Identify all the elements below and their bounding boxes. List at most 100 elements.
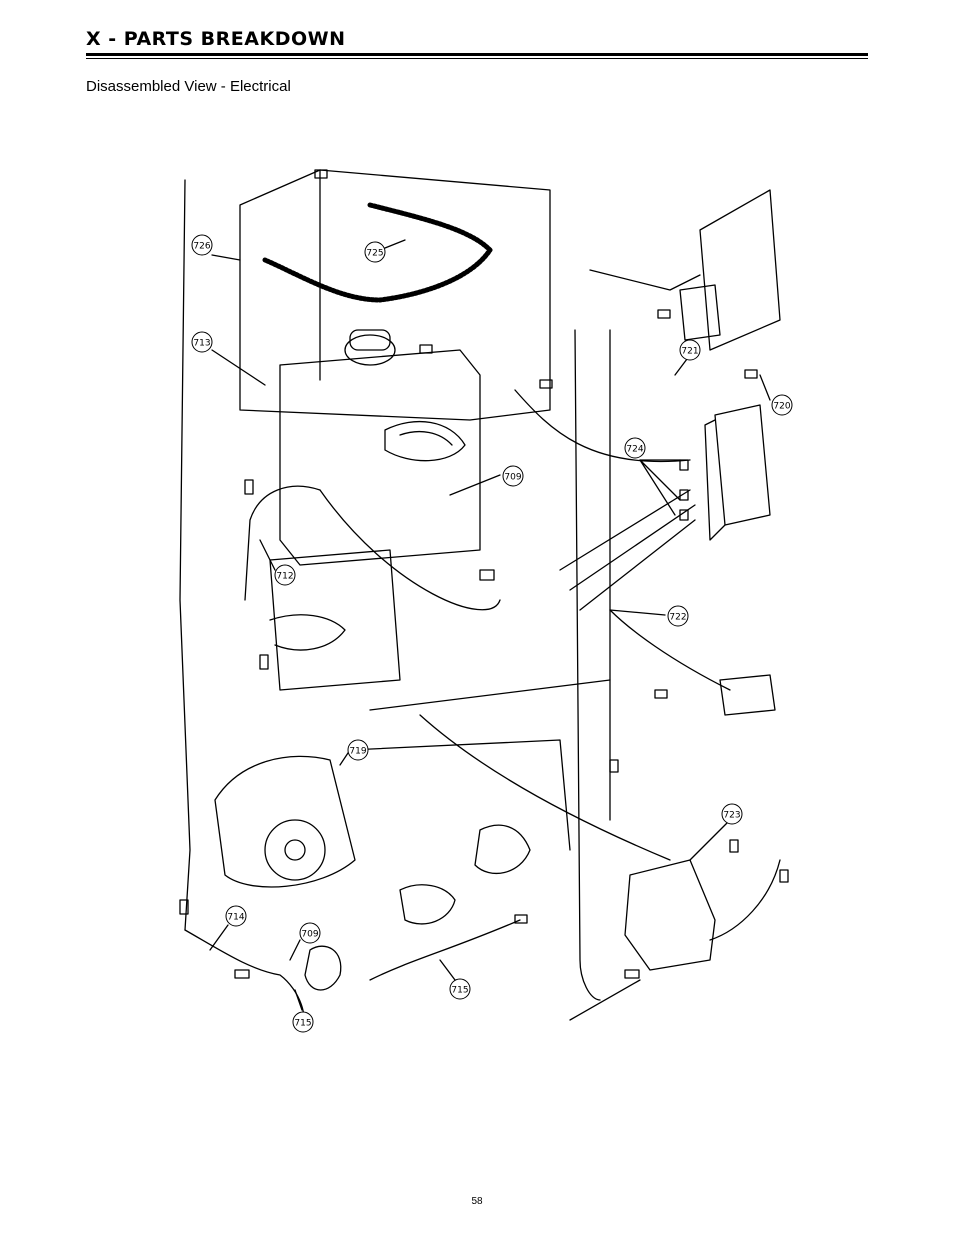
harness-to-board-3 bbox=[569, 504, 696, 591]
callout-circle bbox=[624, 437, 646, 459]
leader-713 bbox=[211, 349, 266, 386]
callout-circle bbox=[191, 234, 213, 256]
motor-fan bbox=[264, 819, 326, 881]
motor-hub bbox=[284, 839, 306, 861]
section-title: X - PARTS BREAKDOWN bbox=[86, 28, 346, 50]
leader-725 bbox=[384, 239, 406, 249]
heater-element bbox=[262, 202, 493, 303]
harness-left-trunk bbox=[179, 179, 191, 931]
leader-720 bbox=[759, 374, 771, 401]
valve-small bbox=[304, 945, 342, 991]
connector bbox=[654, 689, 668, 699]
callout-circle bbox=[274, 564, 296, 586]
callout-label: 724 bbox=[626, 445, 643, 455]
leader-709-bottom bbox=[289, 939, 301, 961]
callout-725: 725 bbox=[364, 241, 386, 263]
header-rule-thick bbox=[86, 53, 868, 56]
connector bbox=[419, 344, 433, 354]
callout-circle bbox=[449, 978, 471, 1000]
callout-circle bbox=[299, 922, 321, 944]
diagram-artwork bbox=[179, 169, 789, 1031]
callout-720: 720 bbox=[771, 394, 793, 416]
lower-block bbox=[269, 549, 401, 691]
circuit-board bbox=[714, 404, 771, 526]
leader-724 bbox=[639, 459, 681, 516]
callout-712: 712 bbox=[274, 564, 296, 586]
callout-circle bbox=[667, 605, 689, 627]
harness-712 bbox=[244, 485, 321, 601]
harness-cross-2 bbox=[419, 714, 671, 861]
callout-label: 715 bbox=[451, 986, 468, 996]
tank-top-fitting bbox=[344, 334, 396, 366]
callout-714: 714 bbox=[225, 905, 247, 927]
pump-left bbox=[399, 884, 456, 925]
callout-circle bbox=[771, 394, 793, 416]
header-rule-thin bbox=[86, 58, 868, 59]
control-box-top bbox=[699, 189, 781, 351]
callout-label: 712 bbox=[276, 572, 293, 582]
connector bbox=[314, 169, 328, 179]
harness-715 bbox=[369, 919, 521, 981]
connector bbox=[539, 379, 553, 389]
connector bbox=[779, 869, 789, 883]
harness-723-bottom bbox=[569, 979, 641, 1021]
leader-722 bbox=[609, 609, 666, 616]
harness-723-right bbox=[709, 859, 781, 941]
cabinet-outline bbox=[239, 169, 551, 421]
callout-723: 723 bbox=[721, 803, 743, 825]
connector bbox=[609, 759, 619, 773]
tank-body bbox=[279, 349, 481, 566]
callout-721: 721 bbox=[679, 339, 701, 361]
relay-block bbox=[679, 284, 721, 341]
transformer bbox=[719, 674, 776, 716]
harness-cross-1 bbox=[369, 679, 611, 711]
connector bbox=[259, 654, 269, 670]
callout-label: 720 bbox=[773, 402, 790, 412]
leader-723 bbox=[689, 819, 731, 861]
connector bbox=[744, 369, 758, 379]
harness-to-board-1 bbox=[514, 389, 691, 463]
connector bbox=[679, 489, 689, 501]
pump-center bbox=[474, 824, 531, 874]
diagram-subtitle: Disassembled View - Electrical bbox=[86, 78, 291, 95]
callout-circle bbox=[502, 465, 524, 487]
callout-label: 719 bbox=[349, 747, 366, 757]
callout-label: 721 bbox=[681, 347, 698, 357]
harness-cross-3 bbox=[349, 739, 571, 851]
callout-labels: 7267257137217207247097127227197237147097… bbox=[191, 234, 793, 1033]
callout-724: 724 bbox=[624, 437, 646, 459]
solenoid-assembly bbox=[624, 859, 716, 971]
callout-circle bbox=[225, 905, 247, 927]
harness-right-trunk bbox=[574, 329, 601, 1001]
callout-label: 709 bbox=[504, 473, 521, 483]
circuit-board-edge bbox=[704, 419, 726, 541]
callout-713: 713 bbox=[191, 331, 213, 353]
leader-712 bbox=[259, 539, 276, 571]
leader-715-left bbox=[294, 989, 303, 1011]
callout-label: 725 bbox=[366, 249, 383, 259]
page-header: X - PARTS BREAKDOWN bbox=[86, 28, 868, 59]
callout-label: 713 bbox=[193, 339, 210, 349]
connector bbox=[234, 969, 250, 979]
tank-cap bbox=[349, 329, 391, 351]
callout-circle bbox=[292, 1011, 314, 1033]
callout-circle bbox=[679, 339, 701, 361]
harness-714 bbox=[184, 929, 305, 1031]
callout-label: 723 bbox=[723, 811, 740, 821]
callout-label: 726 bbox=[193, 242, 210, 252]
callout-circle bbox=[364, 241, 386, 263]
connector bbox=[244, 479, 254, 495]
connector bbox=[479, 569, 495, 581]
callout-715: 715 bbox=[292, 1011, 314, 1033]
harness-to-board-2 bbox=[559, 489, 691, 571]
leader-715-right bbox=[439, 959, 456, 981]
connector bbox=[624, 969, 640, 979]
page-number: 58 bbox=[471, 1196, 483, 1207]
coil-detail bbox=[399, 431, 453, 446]
callout-709: 709 bbox=[299, 922, 321, 944]
callout-726: 726 bbox=[191, 234, 213, 256]
leader-709-top bbox=[449, 474, 501, 496]
callout-label: 714 bbox=[227, 913, 244, 923]
connector bbox=[514, 914, 528, 924]
